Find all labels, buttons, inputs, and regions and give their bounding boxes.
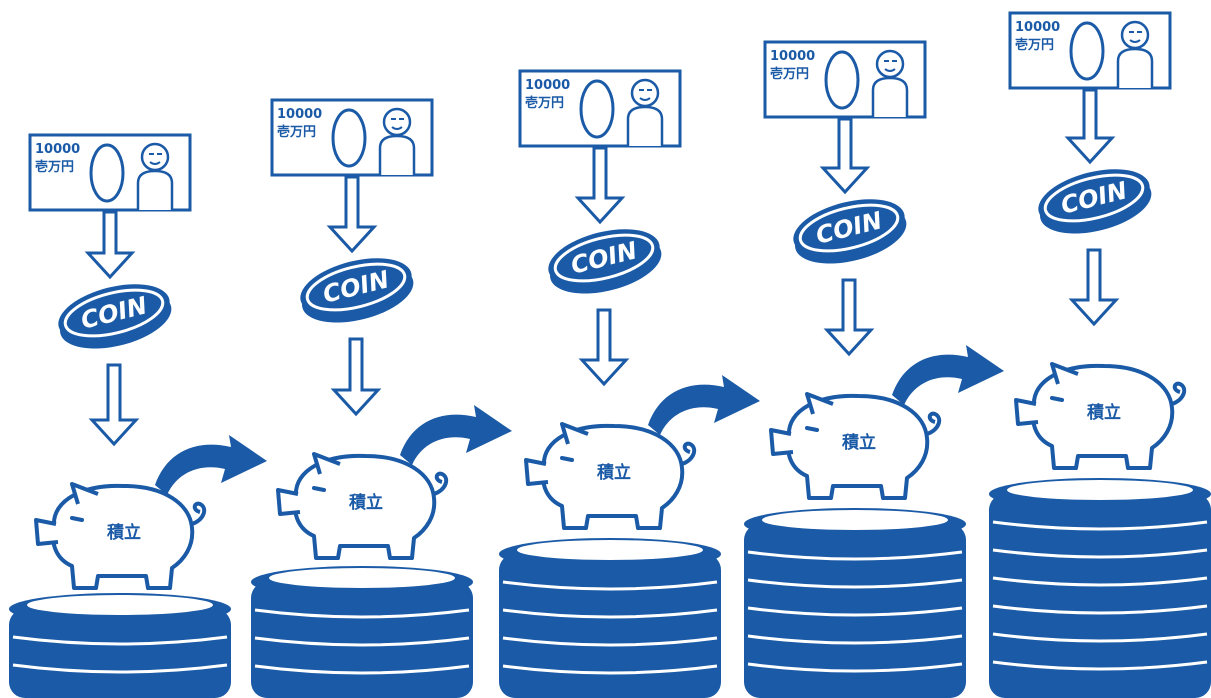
piggy-bank-icon: 積立: [1014, 362, 1187, 470]
down-arrow-icon: [84, 210, 136, 280]
banknote-amount: 10000: [35, 142, 80, 157]
banknote-kanji: 壱万円: [35, 159, 74, 175]
down-arrow-icon: [88, 363, 140, 447]
curved-arrow-icon: [400, 405, 512, 465]
coin-icon: COIN: [1038, 169, 1152, 234]
coin-icon: COIN: [58, 284, 172, 349]
down-arrow-icon: [574, 146, 626, 225]
banknote-watermark-oval: [331, 108, 367, 168]
curved-arrow-icon: [892, 345, 1004, 405]
banknote-amount: 10000: [525, 78, 570, 93]
banknote: 10000 壱万円: [1008, 11, 1172, 90]
down-arrow-icon: [1064, 88, 1116, 165]
coin-stack-icon: [9, 593, 231, 698]
piggy-bank-icon: 積立: [276, 452, 449, 560]
banknote: 10000 壱万円: [763, 40, 927, 119]
portrait-face-icon: [378, 107, 416, 175]
down-arrow-icon: [823, 278, 875, 357]
coin-icon: COIN: [548, 229, 662, 294]
banknote: 10000 壱万円: [28, 133, 192, 212]
piggy-label: 積立: [349, 492, 383, 513]
banknote-kanji: 壱万円: [277, 124, 316, 140]
down-arrow-icon: [326, 175, 378, 254]
banknote-amount: 10000: [770, 49, 815, 64]
banknote-amount: 10000: [1015, 20, 1060, 35]
banknote-watermark-oval: [1069, 21, 1105, 81]
piggy-label: 積立: [107, 522, 141, 543]
banknote-watermark-oval: [579, 79, 615, 139]
coin-stack-icon: [251, 566, 473, 698]
down-arrow-icon: [330, 337, 382, 417]
banknote-amount: 10000: [277, 107, 322, 122]
piggy-label: 積立: [842, 432, 876, 453]
curved-arrow-icon: [155, 435, 267, 495]
piggy-label: 積立: [597, 462, 631, 483]
portrait-face-icon: [626, 78, 664, 146]
banknote: 10000 壱万円: [270, 98, 434, 177]
banknote-watermark-oval: [89, 143, 125, 203]
banknote-kanji: 壱万円: [525, 95, 564, 111]
coin-stack-icon: [744, 508, 966, 698]
banknote-kanji: 壱万円: [770, 66, 809, 82]
portrait-face-icon: [1116, 20, 1154, 88]
down-arrow-icon: [819, 117, 871, 195]
curved-arrow-icon: [648, 375, 760, 435]
coin-stack-icon: [989, 478, 1211, 698]
banknote-watermark-oval: [824, 50, 860, 110]
banknote-kanji: 壱万円: [1015, 37, 1054, 53]
banknote: 10000 壱万円: [518, 69, 682, 148]
down-arrow-icon: [578, 308, 630, 387]
portrait-face-icon: [136, 142, 174, 210]
coin-icon: COIN: [300, 258, 414, 323]
portrait-face-icon: [871, 49, 909, 117]
piggy-label: 積立: [1087, 402, 1121, 423]
coin-icon: COIN: [793, 199, 907, 264]
piggy-bank-icon: 積立: [524, 422, 697, 530]
piggy-bank-icon: 積立: [34, 482, 207, 590]
down-arrow-icon: [1068, 248, 1120, 327]
coin-stack-icon: [499, 538, 721, 698]
piggy-bank-icon: 積立: [769, 392, 942, 500]
